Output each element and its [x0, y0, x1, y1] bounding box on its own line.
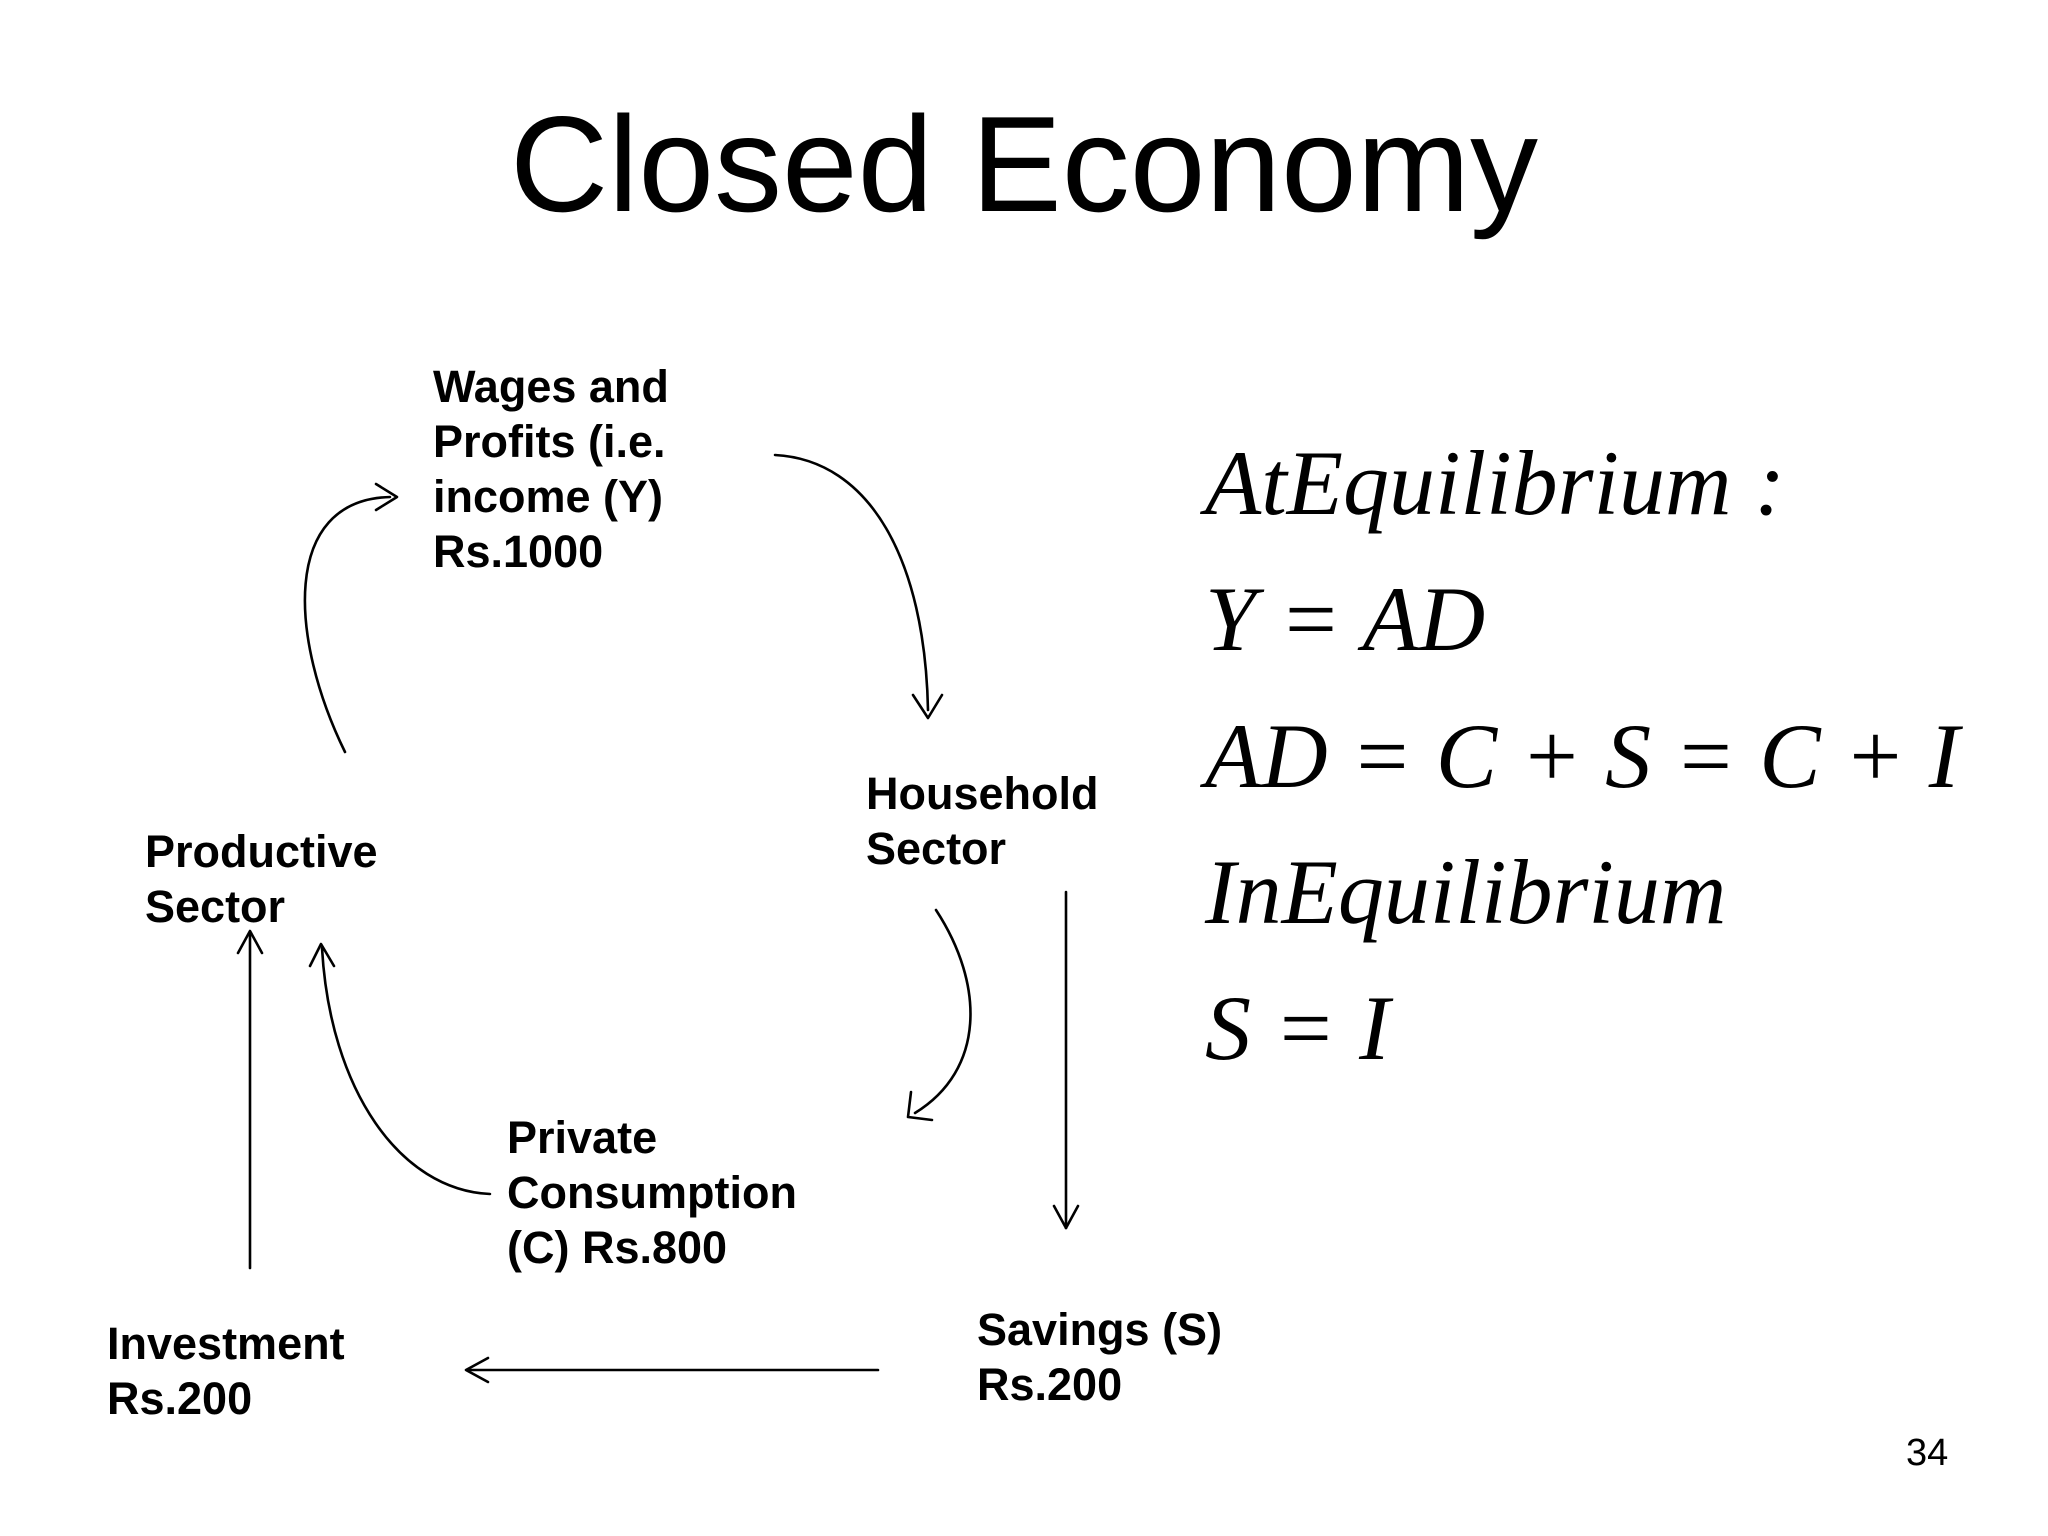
wages-line-1: Wages and — [433, 361, 669, 412]
household-sector-label: Household Sector — [866, 766, 1099, 876]
household-line-2: Sector — [866, 823, 1007, 874]
arrowhead-productive-right — [308, 942, 336, 968]
arrowhead-wages — [374, 482, 399, 512]
household-line-1: Household — [866, 768, 1099, 819]
equation-s-equals-i: S = I — [1205, 977, 1390, 1079]
wages-line-2: Profits (i.e. — [433, 416, 666, 467]
arrowhead-productive-left — [236, 929, 264, 955]
arrowhead-household — [911, 693, 944, 720]
consumption-line-2: Consumption — [507, 1167, 797, 1218]
productive-line-1: Productive — [145, 826, 378, 877]
equation-in-equilibrium: InEquilibrium — [1205, 841, 1727, 943]
consumption-line-1: Private — [507, 1112, 658, 1163]
arrow-productive-to-wages — [303, 495, 392, 754]
wages-line-3: income (Y) — [433, 471, 664, 522]
arrow-wages-to-household — [773, 453, 930, 712]
arrowhead-investment — [464, 1356, 490, 1384]
consumption-line-3: (C) Rs.800 — [507, 1222, 728, 1273]
investment-line-1: Investment — [107, 1318, 345, 1369]
arrow-household-to-consumption — [913, 908, 972, 1115]
arrowhead-consumption — [906, 1090, 934, 1122]
savings-line-1: Savings (S) — [977, 1304, 1223, 1355]
wages-line-4: Rs.1000 — [433, 526, 604, 577]
investment-label: Investment Rs.200 — [107, 1316, 345, 1426]
investment-line-2: Rs.200 — [107, 1373, 253, 1424]
savings-label: Savings (S) Rs.200 — [977, 1302, 1222, 1412]
private-consumption-label: Private Consumption (C) Rs.800 — [507, 1110, 797, 1275]
equation-ad-sum: AD = C + S = C + I — [1205, 705, 1960, 807]
slide-title: Closed Economy — [509, 88, 1539, 240]
equation-at-equilibrium: AtEquilibrium : — [1205, 432, 1786, 534]
arrowhead-savings — [1052, 1204, 1080, 1230]
equation-y-equals-ad: Y = AD — [1205, 568, 1486, 670]
productive-line-2: Sector — [145, 881, 286, 932]
arrow-consumption-to-productive — [320, 946, 492, 1196]
productive-sector-label: Productive Sector — [145, 824, 378, 934]
page-number: 34 — [1906, 1432, 1949, 1474]
wages-profits-label: Wages and Profits (i.e. income (Y) Rs.10… — [433, 359, 669, 579]
savings-line-2: Rs.200 — [977, 1359, 1123, 1410]
